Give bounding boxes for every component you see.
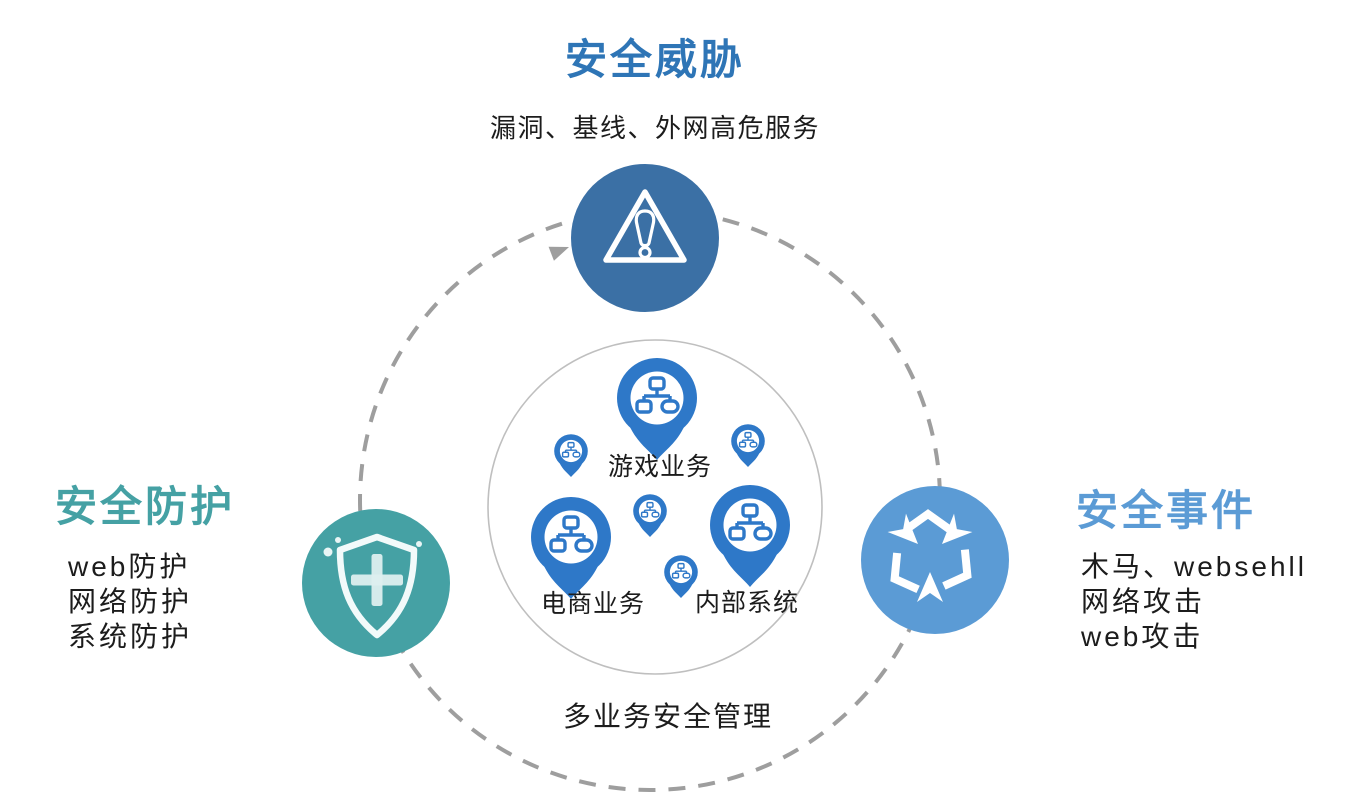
protect-item: 系统防护 (68, 620, 193, 652)
org-chart-pin-icon-game (615, 356, 699, 462)
pin-label-game: 游戏业务 (607, 453, 712, 481)
center-caption: 多业务安全管理 (562, 701, 773, 732)
protect-node (302, 509, 450, 657)
protect-item: web防护 (68, 551, 191, 582)
org-chart-pin-icon-ecommerce (529, 495, 613, 601)
org-chart-pin-icon-internal (708, 483, 792, 589)
cycle-arrowhead (548, 246, 569, 261)
pin-label-internal: 内部系统 (694, 589, 799, 617)
business-scope-ring (487, 339, 823, 675)
warning-triangle-icon (603, 189, 687, 263)
protect-item-list: web防护 网络防护 系统防护 (68, 550, 192, 654)
org-chart-pin-icon-small-3 (632, 493, 668, 538)
protect-title: 安全防护 (55, 483, 236, 530)
threat-node (571, 164, 719, 312)
threat-title: 安全威胁 (564, 36, 745, 83)
threat-subtitle: 漏洞、基线、外网高危服务 (489, 113, 820, 143)
event-item-list: 木马、websehll 网络攻击 web攻击 (1081, 550, 1307, 654)
pin-label-ecommerce: 电商业务 (540, 590, 645, 618)
event-title: 安全事件 (1076, 487, 1257, 534)
shield-plus-icon (323, 533, 422, 639)
protect-item: 网络防护 (68, 585, 193, 617)
event-item: web攻击 (1081, 620, 1204, 652)
event-item: 木马、websehll (1081, 551, 1307, 582)
event-item: 网络攻击 (1081, 585, 1206, 617)
event-node (861, 486, 1009, 634)
